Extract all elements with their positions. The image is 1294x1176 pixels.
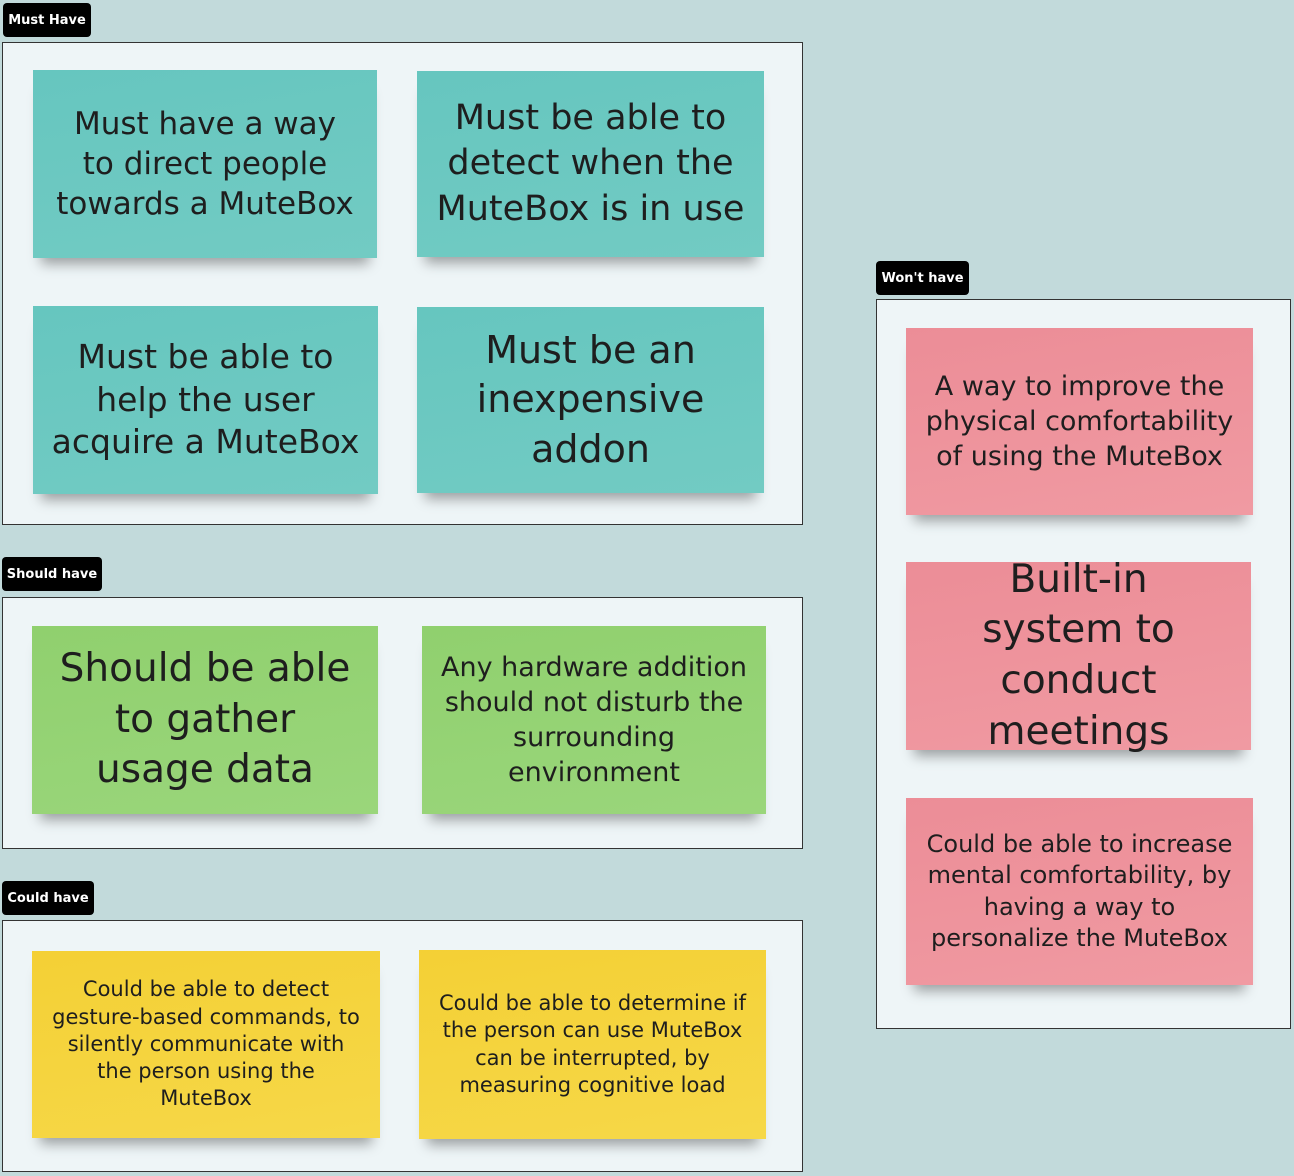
should-have-label[interactable]: Should have <box>2 557 102 591</box>
sticky-note[interactable]: Must have a way to direct people towards… <box>33 70 377 258</box>
sticky-note[interactable]: Could be able to determine if the person… <box>419 950 766 1139</box>
sticky-note[interactable]: Must be an inexpensive addon <box>417 307 764 493</box>
must-have-label[interactable]: Must Have <box>3 3 91 37</box>
sticky-note[interactable]: Could be able to detect gesture-based co… <box>32 951 380 1138</box>
could-have-label[interactable]: Could have <box>2 881 94 915</box>
sticky-note[interactable]: Must be able to help the user acquire a … <box>33 306 378 494</box>
sticky-note[interactable]: Built-in system to conduct meetings <box>906 557 1251 754</box>
sticky-note[interactable]: Should be able to gather usage data <box>32 626 378 814</box>
sticky-note[interactable]: Any hardware addition should not disturb… <box>422 626 766 814</box>
sticky-note[interactable]: A way to improve the physical comfortabi… <box>906 328 1253 515</box>
sticky-note[interactable]: Could be able to increase mental comfort… <box>906 798 1253 985</box>
sticky-note[interactable]: Must be able to detect when the MuteBox … <box>417 71 764 257</box>
wont-have-label[interactable]: Won't have <box>876 261 969 295</box>
